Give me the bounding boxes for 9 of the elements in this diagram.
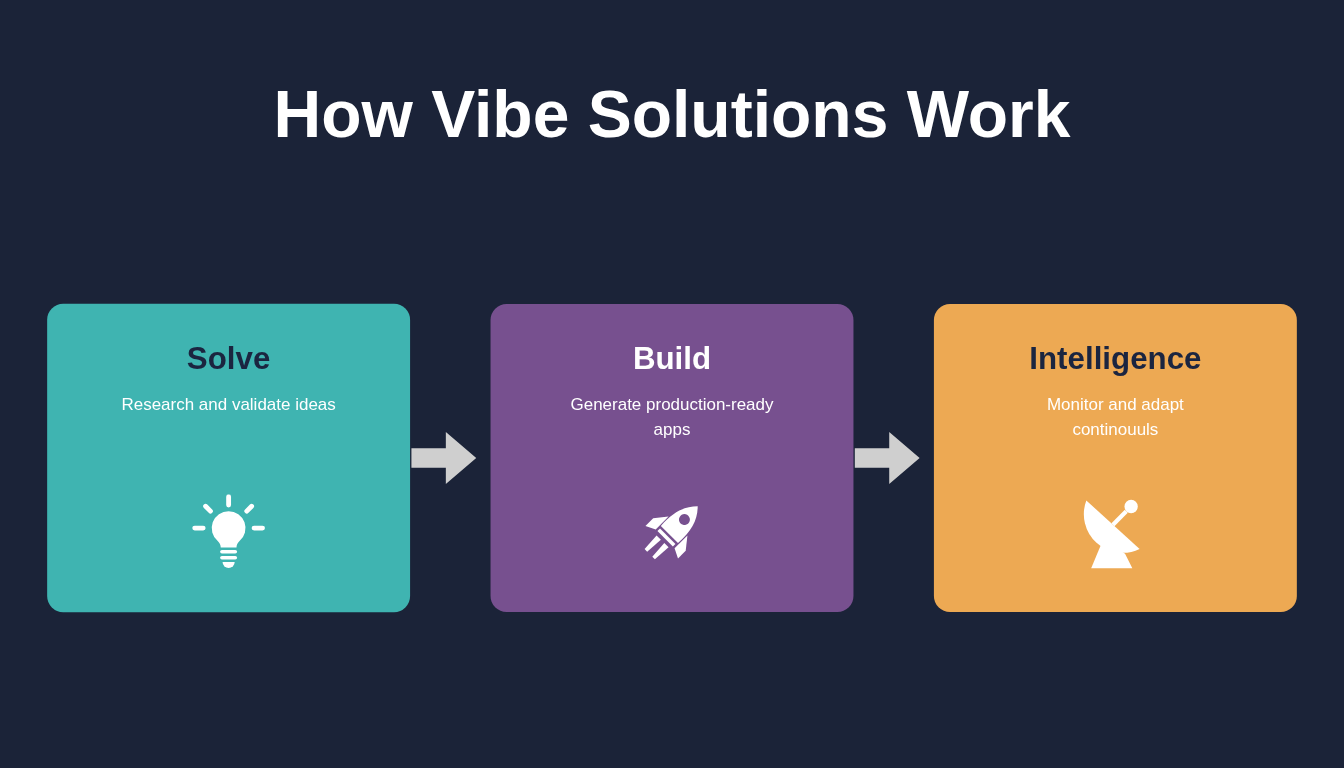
step-description: Monitor and adapt continouuls	[1045, 393, 1185, 441]
step-title: Intelligence	[1029, 340, 1202, 376]
arrow	[411, 432, 477, 484]
step-description: Generate production-ready apps	[569, 393, 775, 441]
step-title: Build	[632, 340, 712, 376]
step-description: Research and validate ideas	[121, 393, 336, 416]
step-title: Solve	[186, 340, 271, 376]
diagram-title: How Vibe Solutions Work	[273, 78, 1071, 151]
arrow	[854, 432, 920, 484]
